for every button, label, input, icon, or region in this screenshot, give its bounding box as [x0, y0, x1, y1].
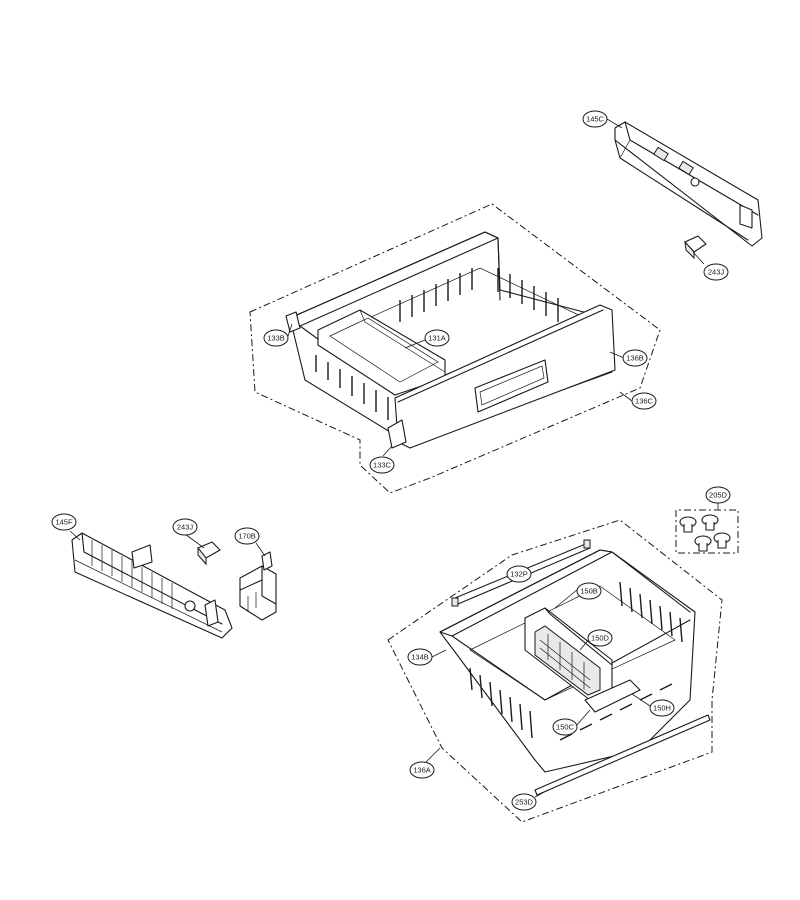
drawer-handle	[474, 359, 549, 413]
label-134B-text: 134B	[411, 653, 429, 662]
leader-lines	[69, 118, 719, 798]
label-136A-text: 136A	[413, 766, 431, 775]
label-150C-text: 150C	[556, 723, 575, 732]
label-205D: 205D	[705, 486, 731, 504]
label-133C-text: 133C	[373, 461, 392, 470]
feet-set-205D	[675, 509, 739, 554]
label-150B: 150B	[576, 582, 602, 600]
label-136B: 136B	[622, 349, 648, 367]
upper-basket-slots	[315, 268, 559, 420]
label-253D: 253D	[511, 793, 537, 811]
label-132P-text: 132P	[510, 570, 528, 579]
upper-drawer-assembly	[249, 203, 661, 494]
clip-243J-top	[684, 235, 707, 260]
label-170B: 170B	[234, 527, 260, 545]
label-243J-left: 243J	[172, 518, 198, 536]
label-136C: 136C	[631, 392, 657, 410]
label-136C-text: 136C	[635, 397, 654, 406]
label-131A-text: 131A	[428, 334, 446, 343]
upper-assembly-boundary	[249, 203, 661, 494]
label-131A: 131A	[424, 329, 450, 347]
label-205D-text: 205D	[709, 491, 728, 500]
bottom-bracket	[387, 419, 407, 449]
label-133C: 133C	[369, 456, 395, 474]
label-145F: 145F	[51, 513, 77, 531]
lower-basket-assembly	[387, 519, 723, 823]
label-133B-text: 133B	[267, 334, 285, 343]
label-145C: 145C	[582, 110, 608, 128]
foot-1	[679, 516, 697, 533]
label-134B: 134B	[407, 648, 433, 666]
rail-145C	[614, 121, 763, 247]
part-labels: 145C 243J 133B 131A 136B 136C 133C 145F	[51, 110, 731, 811]
trim-strip-253D	[534, 714, 711, 796]
bracket-170B	[239, 551, 277, 621]
clip-243J-left	[197, 541, 221, 566]
label-253D-text: 253D	[515, 798, 534, 807]
foot-3	[694, 535, 712, 552]
label-150D-text: 150D	[591, 634, 610, 643]
label-243J-top: 243J	[703, 263, 729, 281]
label-136B-text: 136B	[626, 354, 644, 363]
label-150C: 150C	[552, 718, 578, 736]
label-150B-text: 150B	[580, 587, 598, 596]
label-145C-text: 145C	[586, 115, 605, 124]
label-150D: 150D	[587, 629, 613, 647]
label-133B: 133B	[263, 329, 289, 347]
lower-basket-slots	[469, 581, 683, 741]
lower-assembly-boundary	[387, 519, 723, 823]
handle-clip	[584, 679, 641, 713]
label-145F-text: 145F	[55, 518, 73, 527]
rail-145F	[71, 532, 233, 639]
foot-4	[713, 532, 731, 549]
label-150H-text: 150H	[653, 704, 671, 713]
rail-145F-ribs	[91, 540, 173, 609]
label-136A: 136A	[409, 761, 435, 779]
label-243J-top-text: 243J	[708, 268, 725, 277]
label-132P: 132P	[506, 565, 532, 583]
label-243J-left-text: 243J	[177, 523, 194, 532]
inner-divider-mesh	[539, 634, 591, 690]
label-170B-text: 170B	[238, 532, 256, 541]
foot-2	[701, 514, 719, 531]
label-150H: 150H	[649, 699, 675, 717]
